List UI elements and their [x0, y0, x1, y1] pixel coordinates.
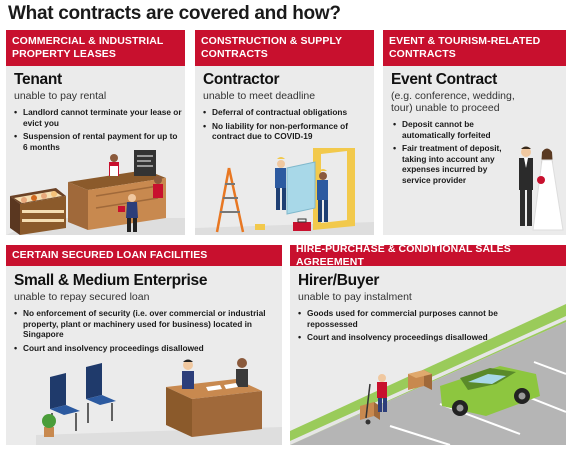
panel-subtitle: unable to pay rental	[14, 90, 107, 102]
bullet-item: Deferral of contractual obligations	[203, 107, 353, 118]
panel-header: EVENT & TOURISM-RELATED CONTRACTS	[383, 30, 566, 66]
panel-header: HIRE-PURCHASE & CONDITIONAL SALES AGREEM…	[290, 245, 566, 268]
bullet-list: Deposit cannot be automatically forfeite…	[393, 119, 511, 189]
panel-subtitle: unable to pay instalment	[298, 291, 412, 303]
bullet-item: Court and insolvency proceedings disallo…	[14, 343, 276, 354]
bullet-item: Court and insolvency proceedings disallo…	[298, 332, 498, 343]
panel-header: CONSTRUCTION & SUPPLY CONTRACTS	[195, 30, 374, 66]
bullet-item: Landlord cannot terminate your lease or …	[14, 107, 182, 128]
bullet-list: No enforcement of security (i.e. over co…	[14, 308, 276, 356]
bakery-shop-illustration	[6, 150, 185, 235]
wedding-couple-illustration	[519, 146, 564, 231]
event-panel: EVENT & TOURISM-RELATED CONTRACTS Event …	[383, 30, 566, 235]
construction-panel: CONSTRUCTION & SUPPLY CONTRACTS Contract…	[195, 30, 374, 235]
panel-subtitle: unable to repay secured loan	[14, 291, 150, 303]
bullet-item: Fair treatment of deposit, taking into a…	[393, 143, 511, 185]
panel-header: COMMERCIAL & INDUSTRIAL PROPERTY LEASES	[6, 30, 185, 66]
bullet-item: Deposit cannot be automatically forfeite…	[393, 119, 511, 140]
parking-lot-car-illustration	[290, 304, 566, 445]
bullet-list: Deferral of contractual obligations No l…	[203, 107, 353, 145]
bullet-item: No liability for non-performance of cont…	[203, 121, 353, 142]
bullet-item: Goods used for commercial purposes canno…	[298, 308, 498, 329]
bullet-list: Landlord cannot terminate your lease or …	[14, 107, 182, 155]
panel-header: CERTAIN SECURED LOAN FACILITIES	[6, 245, 282, 266]
panel-name: Tenant	[14, 71, 62, 88]
hire-purchase-panel: HIRE-PURCHASE & CONDITIONAL SALES AGREEM…	[290, 245, 566, 445]
panel-name: Contractor	[203, 71, 280, 88]
bullet-item: Suspension of rental payment for up to 6…	[14, 131, 182, 152]
construction-workers-illustration	[195, 148, 374, 235]
panel-name: Event Contract	[391, 71, 498, 88]
secured-loan-panel: CERTAIN SECURED LOAN FACILITIES Small & …	[6, 245, 282, 445]
commercial-lease-panel: COMMERCIAL & INDUSTRIAL PROPERTY LEASES …	[6, 30, 185, 235]
panel-name: Hirer/Buyer	[298, 272, 380, 289]
bullet-list: Goods used for commercial purposes canno…	[298, 308, 498, 346]
panel-name: Small & Medium Enterprise	[14, 272, 208, 289]
panel-subtitle: unable to meet deadline	[203, 90, 316, 102]
office-meeting-illustration	[36, 358, 282, 445]
panel-subtitle: (e.g. conference, wedding, tour) unable …	[391, 90, 515, 114]
bullet-item: No enforcement of security (i.e. over co…	[14, 308, 276, 340]
page-title: What contracts are covered and how?	[8, 3, 341, 24]
